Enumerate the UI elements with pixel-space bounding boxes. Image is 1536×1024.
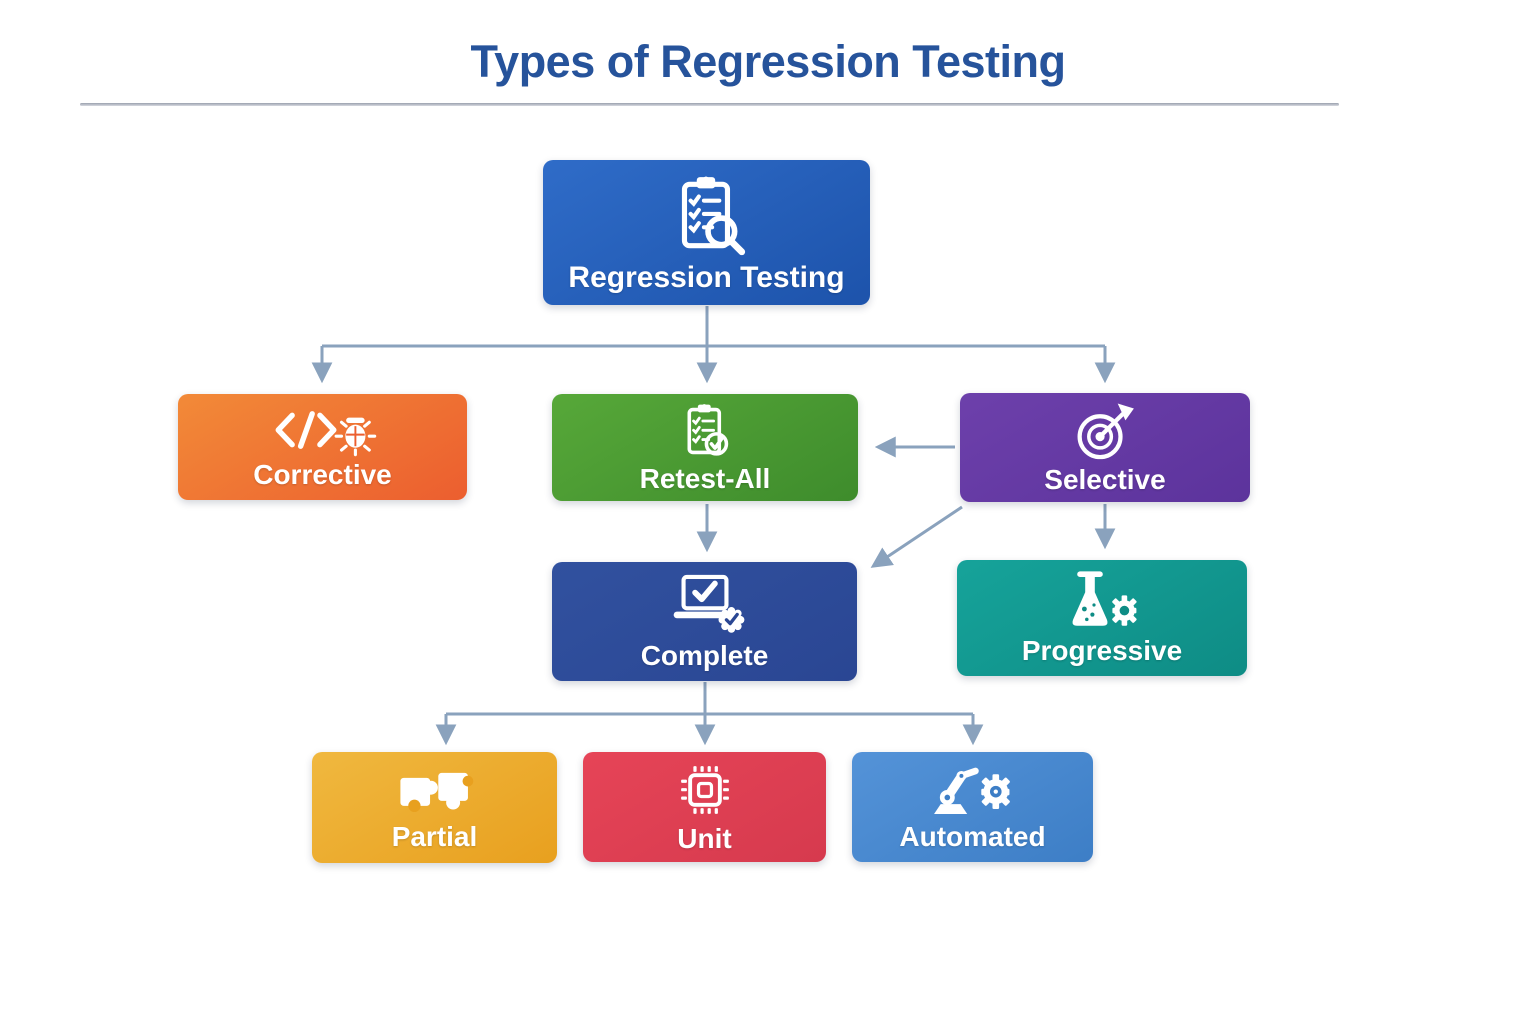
node-progressive: Progressive — [957, 560, 1247, 676]
edge-selective-complete — [870, 505, 963, 568]
page-title: Types of Regression Testing — [470, 36, 1066, 87]
node-label: Corrective — [253, 459, 392, 491]
code-bug-icon — [275, 411, 376, 457]
clipboard-checklist-magnifier-icon — [681, 176, 745, 255]
node-label: Partial — [391, 820, 478, 852]
node-corrective: Corrective — [178, 394, 467, 500]
node-regression-testing: Regression Testing — [543, 160, 870, 305]
node-complete: Complete — [552, 562, 857, 681]
node-retest-all: Retest-All — [552, 394, 858, 501]
node-label: Unit — [677, 823, 732, 855]
robot-arm — [933, 767, 979, 815]
node-label: Retest-All — [639, 462, 771, 494]
gear — [980, 774, 1010, 810]
node-selective: Selective — [960, 393, 1250, 502]
node-label: Regression Testing — [568, 260, 845, 294]
badge-check — [718, 606, 744, 633]
node-unit: Unit — [583, 752, 826, 862]
node-label: Progressive — [1021, 635, 1183, 667]
node-label: Selective — [1044, 463, 1166, 495]
node-label: Complete — [640, 639, 769, 671]
title-divider — [80, 103, 1339, 106]
microchip-icon — [680, 766, 729, 814]
robot-arm-gear-icon — [933, 767, 1010, 815]
flask-gear-icon — [1072, 571, 1137, 626]
gear — [1112, 595, 1137, 626]
node-label: Automated — [899, 821, 1046, 853]
target-dart-icon — [1077, 403, 1134, 459]
puzzle-pieces-icon — [399, 772, 473, 812]
laptop-check-badge-icon — [673, 574, 744, 633]
node-partial: Partial — [312, 752, 557, 863]
node-automated: Automated — [852, 752, 1093, 862]
clipboard-checklist-check-icon — [687, 403, 729, 456]
